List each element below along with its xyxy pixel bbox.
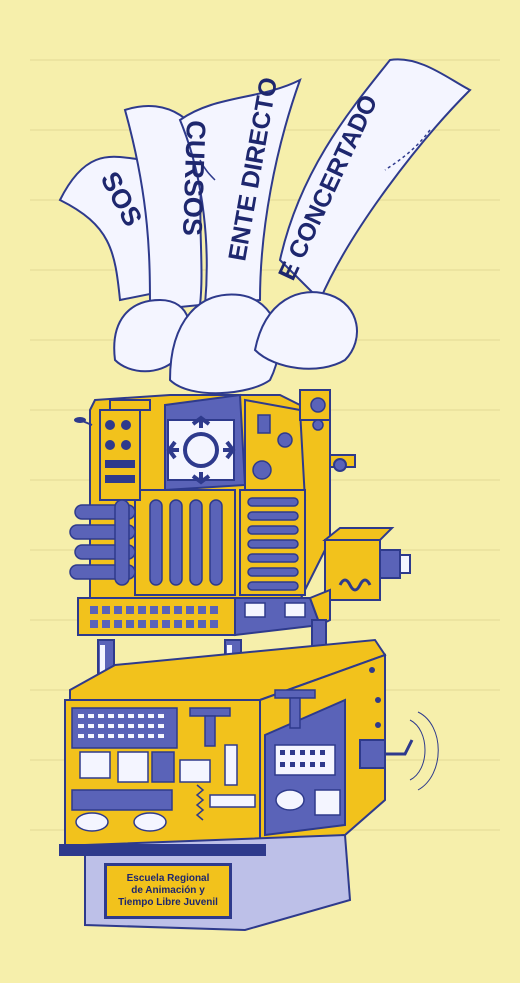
plaque-line-3: Tiempo Libre Juvenil bbox=[118, 897, 218, 908]
keyboard-screens bbox=[244, 602, 306, 618]
circular-arrows-logo bbox=[166, 415, 236, 485]
plaque-line-1: Escuela Regional bbox=[126, 873, 210, 884]
vents-left bbox=[149, 499, 223, 586]
side-panel-keys bbox=[280, 750, 325, 767]
school-name-plaque: Escuela Regional de Animación y Tiempo L… bbox=[104, 863, 232, 919]
front-grid-dots bbox=[78, 714, 164, 738]
pipes bbox=[69, 499, 136, 586]
side-panel-dials bbox=[252, 397, 326, 480]
banner-folds bbox=[199, 129, 431, 181]
side-crank bbox=[329, 454, 356, 472]
t-handles bbox=[189, 689, 316, 747]
right-arm bbox=[322, 527, 411, 601]
banner-middle-right bbox=[178, 77, 302, 307]
crank bbox=[359, 711, 439, 791]
banner-right bbox=[278, 58, 472, 302]
vents-right bbox=[247, 497, 299, 591]
lower-side-rivets bbox=[369, 667, 381, 728]
paper-banners bbox=[58, 58, 472, 395]
control-knobs bbox=[105, 420, 135, 483]
banner-middle-left-text: CURSOS bbox=[177, 120, 211, 236]
plaque-line-2: de Animación y bbox=[131, 885, 205, 896]
paper-curl-right bbox=[253, 291, 358, 370]
keyboard-keys bbox=[90, 606, 218, 628]
spring bbox=[338, 578, 372, 592]
side-panel bbox=[244, 398, 307, 501]
